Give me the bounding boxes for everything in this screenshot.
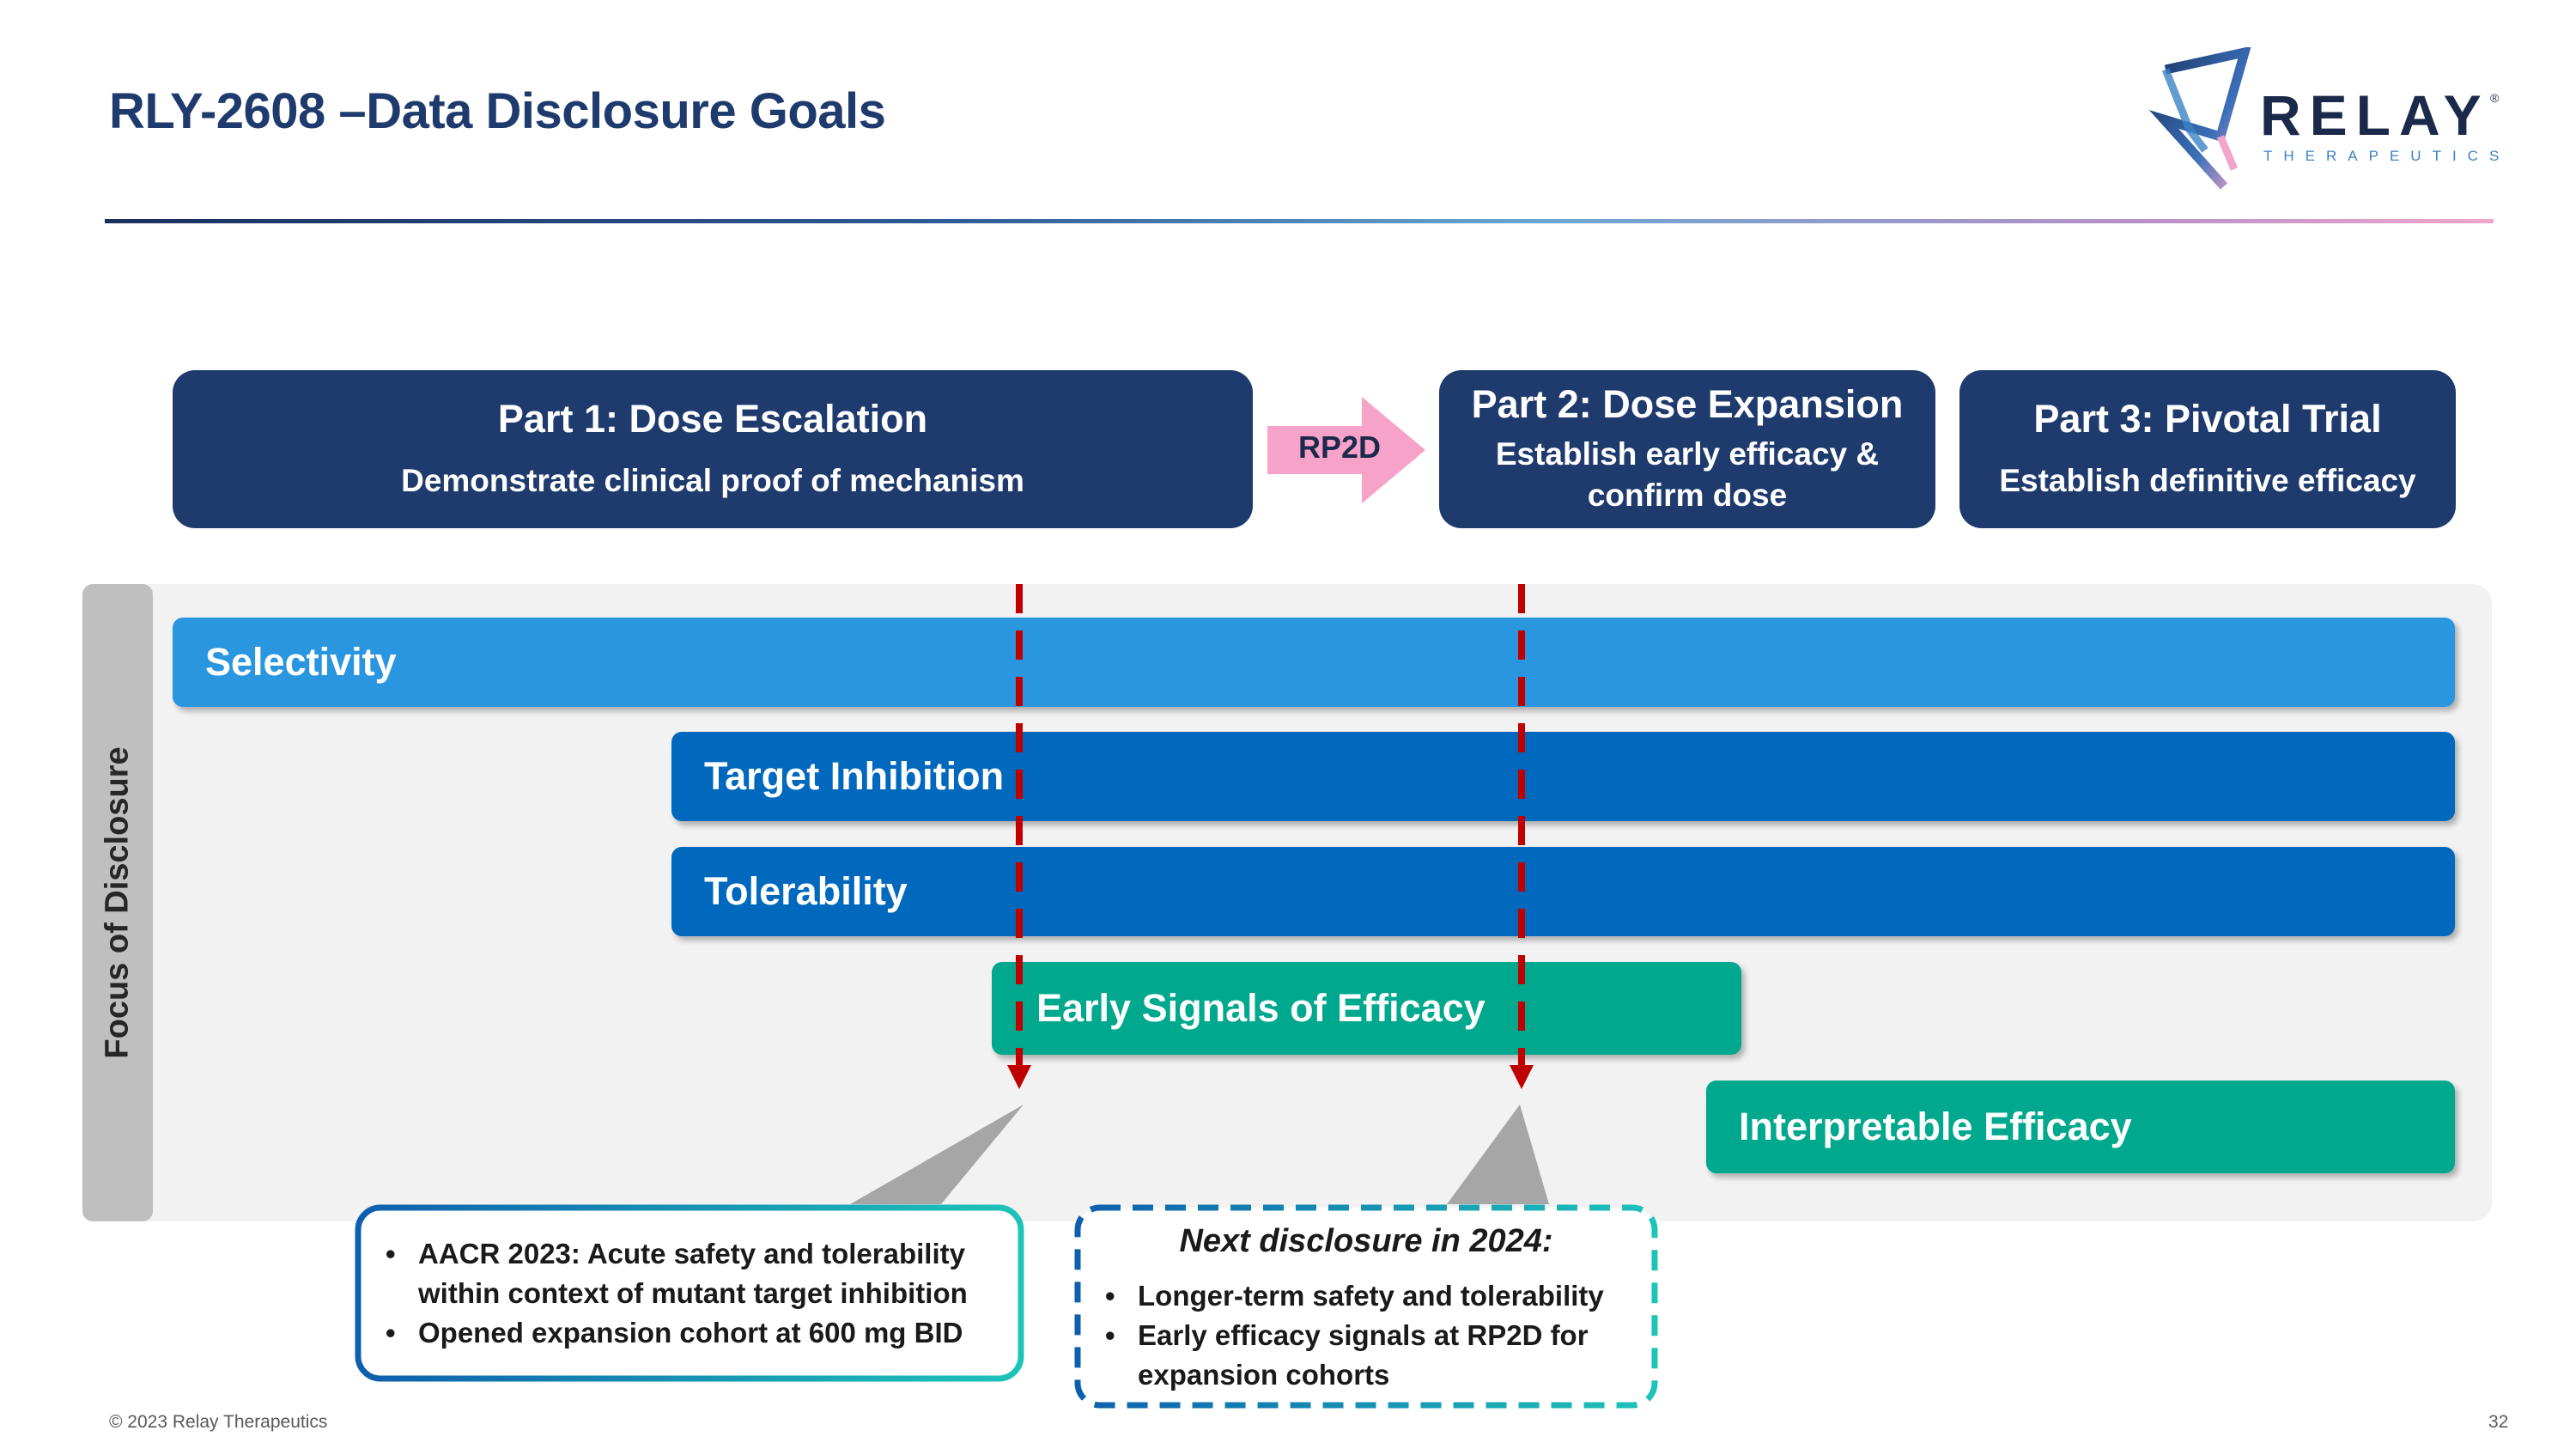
- focus-of-disclosure-label: Focus of Disclosure: [99, 746, 136, 1059]
- copyright-text: © 2023 Relay Therapeutics: [109, 1412, 328, 1432]
- phase-part-2: Part 2: Dose Expansion Establish early e…: [1439, 370, 1935, 528]
- phase-subtitle: Demonstrate clinical proof of mechanism: [401, 463, 1024, 498]
- logo-subtitle: THERAPEUTICS: [2263, 148, 2511, 164]
- milestone-line-2024: [1518, 584, 1525, 1091]
- rp2d-label: RP2D: [1297, 429, 1382, 465]
- phase-part-3: Part 3: Pivotal Trial Establish definiti…: [1959, 370, 2456, 528]
- bar-early-signals-of-efficacy: Early Signals of Efficacy: [992, 962, 1741, 1055]
- bar-target-inhibition: Target Inhibition: [671, 732, 2455, 821]
- phase-title: Part 1: Dose Escalation: [497, 397, 928, 441]
- rp2d-arrow-icon: [1267, 397, 1425, 503]
- callout-bullet: Early efficacy signals at RP2D for expan…: [1100, 1316, 1649, 1395]
- phase-part-1: Part 1: Dose Escalation Demonstrate clin…: [173, 370, 1253, 528]
- bar-tolerability: Tolerability: [671, 847, 2455, 936]
- phase-subtitle: Establish early efficacy & confirm dose: [1495, 436, 1880, 513]
- phase-title: Part 2: Dose Expansion: [1471, 382, 1904, 426]
- page-number: 32: [2488, 1412, 2509, 1432]
- bar-selectivity: Selectivity: [173, 618, 2455, 707]
- slide-title: RLY-2608 –Data Disclosure Goals: [109, 83, 886, 139]
- focus-sidebar: [82, 584, 153, 1221]
- callout-bullet: Opened expansion cohort at 600 mg BID: [380, 1313, 1016, 1353]
- logo-registered-mark: ®: [2490, 91, 2500, 105]
- title-divider: [105, 219, 2494, 223]
- callout-2-bullets: Longer-term safety and tolerability Earl…: [1100, 1276, 1649, 1395]
- milestone-arrowhead: [1510, 1065, 1534, 1089]
- phase-title: Part 3: Pivotal Trial: [2033, 397, 2382, 441]
- callout-2-heading: Next disclosure in 2024:: [1179, 1223, 1553, 1259]
- callout-bullet: AACR 2023: Acute safety and tolerability…: [380, 1234, 1016, 1313]
- callout-bullet: Longer-term safety and tolerability: [1100, 1276, 1649, 1316]
- logo-wordmark: RELAY: [2260, 83, 2490, 147]
- phase-subtitle: Establish definitive efficacy: [1999, 463, 2416, 498]
- milestone-line-aacr-2023: [1016, 584, 1023, 1091]
- callout-1-bullets: AACR 2023: Acute safety and tolerability…: [380, 1234, 1016, 1353]
- bar-interpretable-efficacy: Interpretable Efficacy: [1706, 1081, 2455, 1173]
- milestone-arrowhead: [1007, 1065, 1031, 1089]
- relay-logo-icon: [2148, 47, 2251, 190]
